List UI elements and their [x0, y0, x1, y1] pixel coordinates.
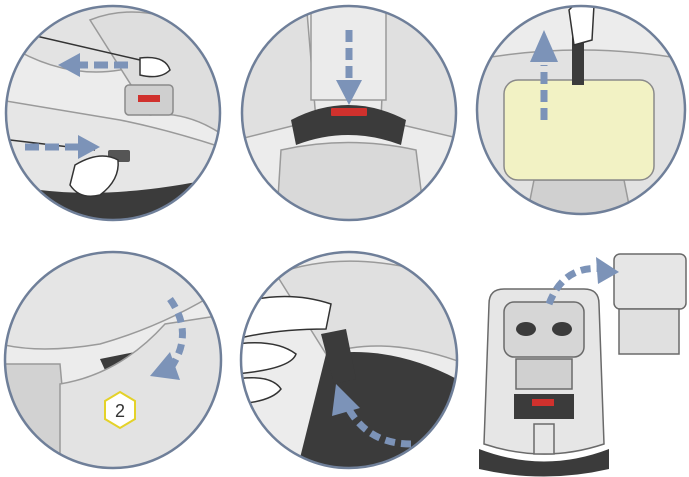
- curved-arrow-icon: [167, 296, 186, 372]
- headrest-icon: [613, 253, 687, 355]
- illustration-release-straps: [4, 4, 222, 222]
- panel-lift-pad: [474, 0, 689, 230]
- panel-press-buckle-red-button: [236, 0, 466, 230]
- hand-icon: [568, 6, 595, 46]
- tongue-icon: [321, 329, 356, 384]
- hand-icon: [69, 155, 119, 197]
- illustration-lift-pad: [475, 4, 687, 216]
- illustration-buckle: [240, 4, 458, 222]
- arrow-up-icon: [342, 402, 412, 448]
- illustration-remove-headrest: [479, 253, 687, 477]
- buckle-icon: [291, 105, 406, 145]
- panel-press-release-pull-straps: [0, 0, 230, 230]
- curved-arrow-icon: [545, 264, 605, 306]
- step-badge-icon: 2: [104, 390, 136, 430]
- illustration-insert-tongue: [239, 250, 459, 470]
- panel-remove-headrest: [474, 244, 689, 477]
- step-number: 2: [115, 401, 125, 421]
- illustration-fold-strap: 2: [3, 250, 223, 470]
- hand-icon: [241, 295, 332, 340]
- panel-fold-strap-step-2: 2: [0, 244, 230, 474]
- car-seat-icon: [479, 288, 609, 477]
- panel-insert-tongue: [236, 244, 466, 474]
- hand-icon: [139, 56, 171, 78]
- red-button-icon: [138, 95, 160, 102]
- pad-icon: [503, 79, 655, 181]
